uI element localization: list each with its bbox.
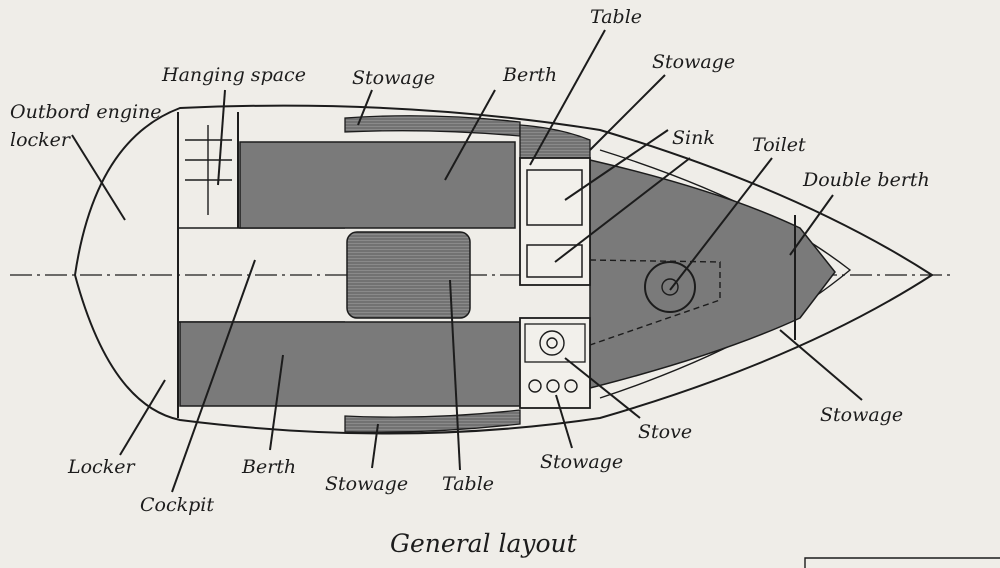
label-outboard-engine-locker-2: locker xyxy=(10,129,72,151)
label-stowage-top: Stowage xyxy=(352,67,435,89)
hanging-space xyxy=(185,125,232,215)
caption: General layout xyxy=(390,529,578,558)
label-berth-bottom: Berth xyxy=(241,456,296,478)
double-berth xyxy=(589,159,836,389)
label-cockpit: Cockpit xyxy=(140,494,214,516)
label-table-top: Table xyxy=(590,6,642,28)
label-stove: Stove xyxy=(638,421,692,443)
label-table-bottom: Table xyxy=(442,473,494,495)
label-locker: Locker xyxy=(67,456,136,478)
label-stowage-right: Stowage xyxy=(820,404,903,426)
hull-outline xyxy=(73,104,934,435)
label-berth-top: Berth xyxy=(502,64,557,86)
label-outboard-engine-locker: Outbord engine xyxy=(10,101,162,123)
hull-inner-line xyxy=(599,149,852,399)
stove-unit xyxy=(519,317,591,409)
galley-cabinet xyxy=(519,157,591,286)
table xyxy=(346,231,471,319)
label-stowage-top-right: Stowage xyxy=(652,51,735,73)
label-toilet: Toilet xyxy=(752,134,806,156)
stowage-strip-bottom xyxy=(344,409,521,433)
sink xyxy=(526,169,583,226)
berth-port xyxy=(239,141,516,229)
label-stowage-galley: Stowage xyxy=(540,451,623,473)
label-double-berth: Double berth xyxy=(802,169,930,191)
label-sink: Sink xyxy=(672,127,715,149)
berth-starboard xyxy=(179,321,521,407)
toilet xyxy=(644,261,696,313)
label-hanging-space: Hanging space xyxy=(161,64,306,86)
leader-lines xyxy=(71,29,863,493)
stowage-strip-top xyxy=(344,115,521,137)
label-stowage-bottom: Stowage xyxy=(325,473,408,495)
